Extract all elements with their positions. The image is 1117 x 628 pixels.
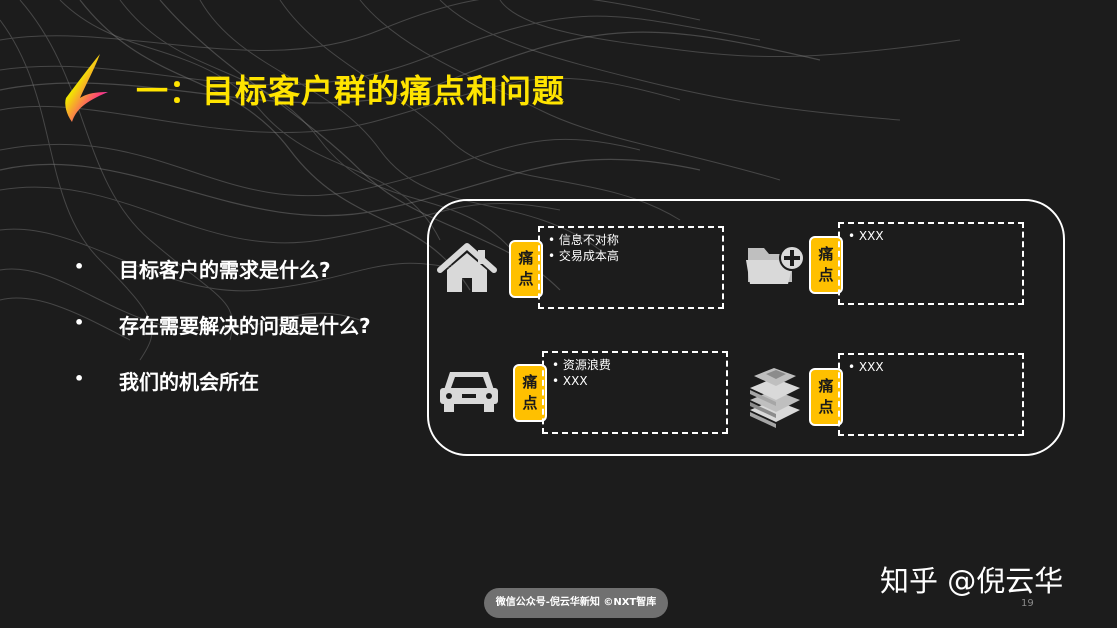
car-icon — [440, 372, 498, 412]
pain-point-item: 资源浪费 — [552, 357, 718, 373]
folder-add-icon — [746, 245, 805, 284]
pain-point-box: 资源浪费 XXX — [542, 351, 728, 434]
pain-point-tag: 痛 点 — [513, 364, 547, 422]
pain-points-panel — [427, 199, 1065, 456]
bullet-marker: • — [74, 257, 85, 276]
pain-point-box: XXX — [838, 222, 1024, 305]
page-number: 19 — [1021, 598, 1034, 609]
pain-point-item: 交易成本高 — [548, 248, 714, 264]
house-icon — [437, 243, 497, 292]
question-text: 我们的机会所在 — [119, 370, 259, 394]
question-text: 存在需要解决的问题是什么? — [119, 314, 371, 338]
books-icon — [750, 368, 800, 428]
pain-point-box: XXX — [838, 353, 1024, 436]
pain-point-item: XXX — [848, 228, 1014, 244]
pain-point-tag: 痛 点 — [509, 240, 543, 298]
footer-credit: 微信公众号-倪云华新知 ©NXT智库 — [484, 588, 668, 618]
pain-point-tag: 痛 点 — [809, 236, 843, 294]
pain-point-box: 信息不对称 交易成本高 — [538, 226, 724, 309]
pain-point-tag: 痛 点 — [809, 368, 843, 426]
pain-point-item: XXX — [552, 373, 718, 389]
pain-point-item: XXX — [848, 359, 1014, 375]
watermark: 知乎 @倪云华 — [880, 564, 1064, 598]
question-text: 目标客户的需求是什么? — [119, 258, 331, 282]
brand-logo-icon — [65, 54, 108, 122]
bullet-marker: • — [74, 369, 85, 388]
bullet-marker: • — [74, 313, 85, 332]
page-title: 一：目标客户群的痛点和问题 — [136, 72, 566, 110]
pain-point-item: 信息不对称 — [548, 232, 714, 248]
